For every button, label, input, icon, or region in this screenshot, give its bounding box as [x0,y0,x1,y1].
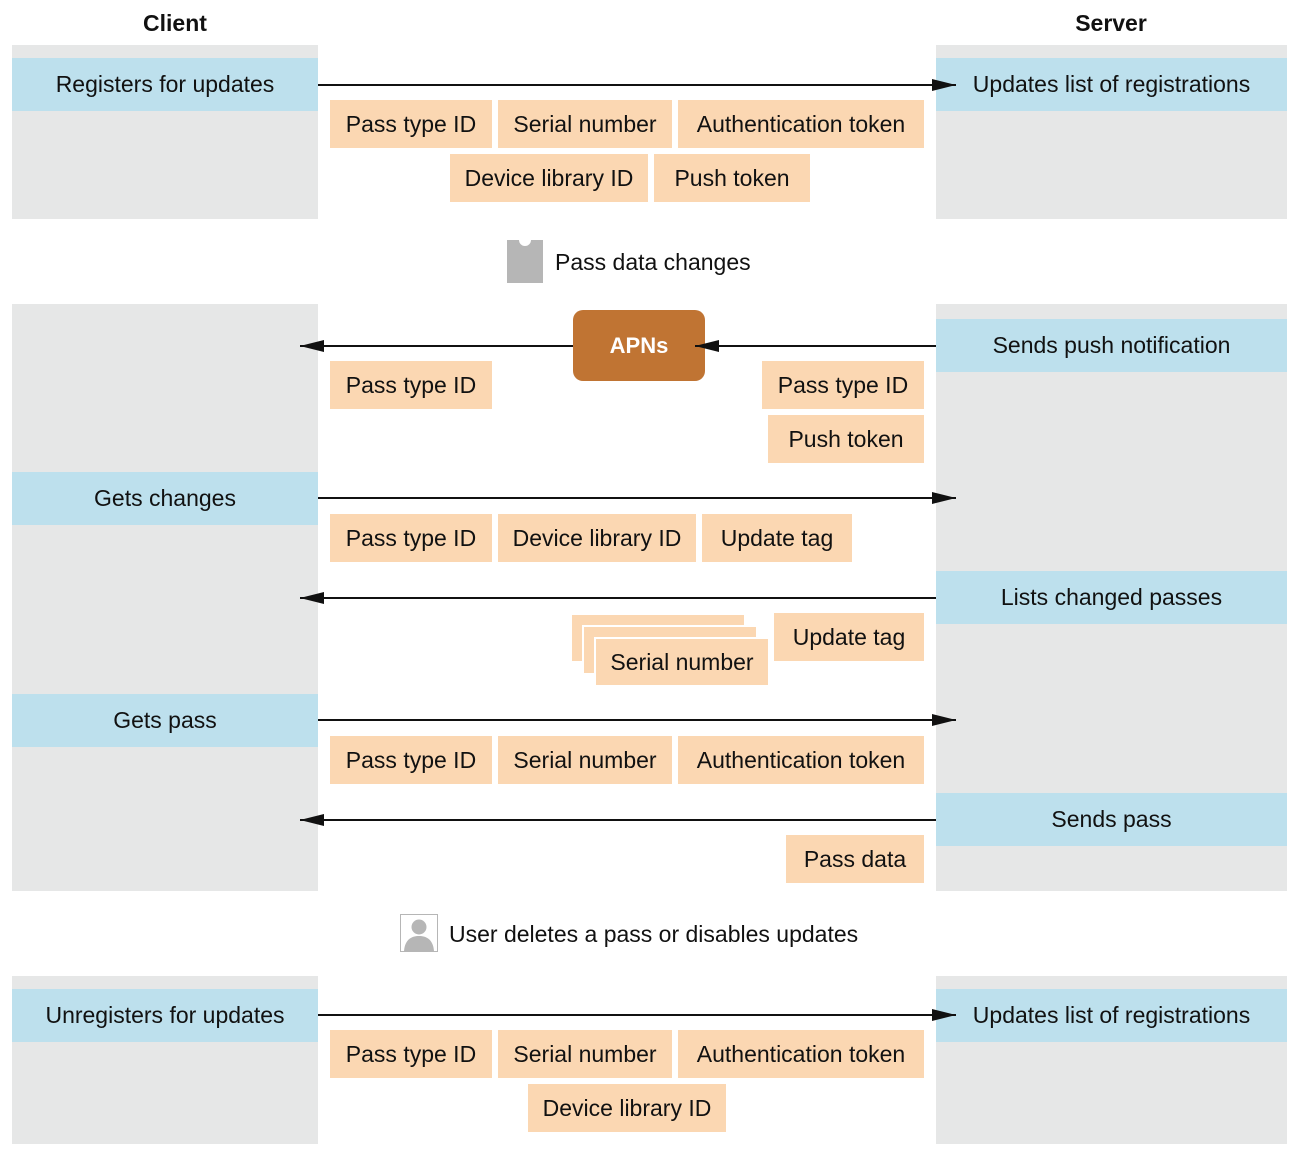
event-user-deletes: User deletes a pass or disables updates [449,920,859,947]
pass-icon [507,240,543,283]
param-pass-type-id: Pass type ID [330,1030,492,1078]
server-action-list-changes: Lists changed passes [936,571,1287,624]
param-device-library-id: Device library ID [528,1084,726,1132]
param-pass-type-id: Pass type ID [762,361,924,409]
client-action-unregister: Unregisters for updates [12,989,318,1042]
server-header: Server [1075,10,1147,36]
param-pass-type-id: Pass type ID [330,736,492,784]
param-serial-number: Serial number [594,637,768,685]
param-pass-data: Pass data [786,835,924,883]
param-authentication-token: Authentication token [678,1030,924,1078]
user-icon [400,914,438,952]
param-device-library-id: Device library ID [498,514,696,562]
param-pass-type-id: Pass type ID [330,361,492,409]
param-push-token: Push token [768,415,924,463]
param-push-token: Push token [654,154,810,202]
client-action-register: Registers for updates [12,58,318,111]
param-pass-type-id: Pass type ID [330,100,492,148]
client-action-get-pass: Gets pass [12,694,318,747]
param-serial-number: Serial number [498,736,672,784]
param-authentication-token: Authentication token [678,736,924,784]
param-authentication-token: Authentication token [678,100,924,148]
param-update-tag: Update tag [702,514,852,562]
server-action-send-push: Sends push notification [936,319,1287,372]
param-serial-number: Serial number [498,1030,672,1078]
server-action-update-registrations: Updates list of registrations [936,989,1287,1042]
server-action-send-pass: Sends pass [936,793,1287,846]
event-pass-data-changes: Pass data changes [555,248,751,275]
apns-node: APNs [573,310,705,381]
param-device-library-id: Device library ID [450,154,648,202]
client-action-get-changes: Gets changes [12,472,318,525]
param-update-tag: Update tag [774,613,924,661]
client-panel-update [12,304,318,891]
client-header: Client [143,10,207,36]
param-serial-number: Serial number [498,100,672,148]
server-action-update-registrations: Updates list of registrations [936,58,1287,111]
param-pass-type-id: Pass type ID [330,514,492,562]
